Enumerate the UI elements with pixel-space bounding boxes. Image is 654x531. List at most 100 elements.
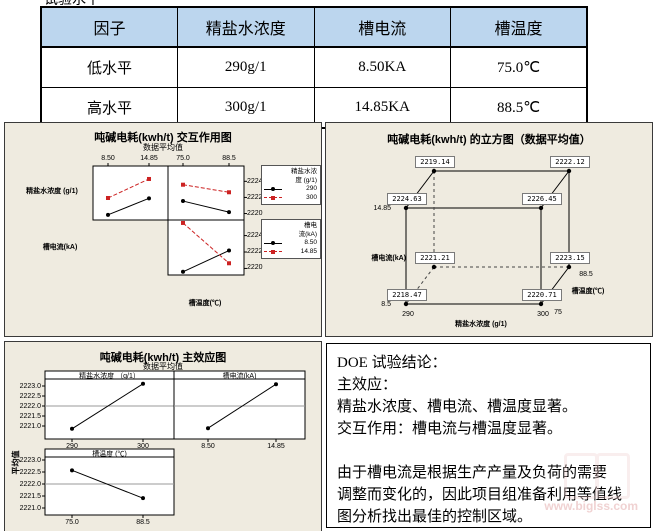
doe-conclusion-box: DOE 试验结论： 主效应： 精盐水浓度、槽电流、槽温度显著。 交互作用：槽电流…	[326, 343, 651, 528]
watermark-url: www.biglss.com	[544, 499, 638, 513]
legend-brine-concentration: 精盐水浓 度 (g/1) 290 300	[261, 165, 321, 205]
x-tick-label: 300	[137, 443, 149, 450]
legend-cell-current: 槽电 流(kA) 8.50 14.85	[261, 219, 321, 259]
cell-value: 300g/1	[177, 87, 315, 129]
legend-entry: 300	[264, 194, 317, 203]
y-tick-label: 2221.5	[19, 493, 41, 500]
legend-title: 流(kA)	[298, 230, 317, 238]
cube-plot: 吨碱电耗(kwh/t) 的立方图（数据平均值） 2224.63 2226.45 …	[325, 122, 653, 337]
conclusion-line: 调整而变化的，因此项目组准备利用等值线	[337, 487, 623, 503]
cube-corner-value: 2219.14	[415, 156, 455, 168]
y-tick-label: 2221.0	[19, 423, 41, 430]
main-effects-plot: 吨碱电耗(kwh/t) 主效应图 数据平均值 精盐水浓度 （g/1） 槽电流(k…	[4, 341, 322, 531]
y-tick-label: 2222.5	[19, 469, 41, 476]
row-label-low: 低水平	[40, 46, 178, 88]
bottom-axis-label: 槽温度(℃)	[188, 300, 222, 307]
panel-header: 槽电流(kA)	[222, 373, 257, 380]
header-cell-temperature: 槽温度	[450, 6, 588, 48]
conclusion-line: 主效应：	[337, 377, 398, 393]
panel-header: 精盐水浓度 （g/1）	[79, 373, 140, 380]
series-marker-icon	[264, 187, 282, 192]
cell-value: 75.0℃	[450, 46, 588, 88]
legend-entry: 290	[264, 185, 317, 194]
header-brine-concentration: 精盐水浓度	[177, 6, 315, 48]
cube-corner-value: 2222.12	[550, 156, 590, 168]
chart-title: 吨碱电耗(kwh/t) 交互作用图	[94, 132, 232, 144]
y-tick-label: 2222	[247, 248, 263, 255]
x-tick-label: 14.85	[140, 155, 158, 162]
y-axis-low-tick: 8.5	[381, 301, 391, 308]
conclusion-line: DOE 试验结论：	[337, 355, 447, 371]
x-tick-label: 75.0	[176, 155, 190, 162]
header-factor: 因子	[40, 6, 178, 48]
series-marker-icon	[264, 249, 282, 254]
factor-level-table: 因子 精盐水浓度 槽电流 槽温度 低水平 290g/1 8.50KA 75.0℃…	[40, 6, 588, 129]
y-axis-label: 槽电流(kA)	[371, 255, 406, 262]
row-factor-label: 精盐水浓度 (g/1)	[26, 188, 78, 195]
legend-title: 精盐水浓	[291, 168, 317, 175]
series-marker-icon	[264, 195, 282, 200]
interaction-plot-canvas	[92, 163, 247, 276]
legend-entry: 8.50	[264, 239, 317, 248]
cell-value: 8.50KA	[313, 46, 451, 88]
y-tick-label: 2222.0	[19, 481, 41, 488]
x-tick-label: 8.50	[101, 155, 115, 162]
y-tick-label: 2223.0	[19, 383, 41, 390]
y-tick-label: 2221.5	[19, 413, 41, 420]
cell-value: 88.5℃	[450, 87, 588, 129]
clipped-heading: 试验水平	[44, 0, 184, 5]
cube-corner-value: 2226.45	[522, 193, 562, 205]
z-axis-low-tick: 75	[554, 309, 562, 316]
legend-title: 槽电	[304, 222, 317, 229]
conclusion-line: 精盐水浓度、槽电流、槽温度显著。	[337, 399, 578, 415]
cell-value: 290g/1	[177, 46, 315, 88]
watermark-logo-icon	[564, 453, 630, 499]
x-axis-label: 精盐水浓度 (g/1)	[455, 321, 507, 328]
cube-corner-value: 2224.63	[387, 193, 427, 205]
cube-corner-value: 2221.21	[415, 252, 455, 264]
x-tick-label: 75.0	[65, 519, 79, 526]
z-axis-label: 槽温度(℃)	[571, 288, 605, 295]
header-cell-current: 槽电流	[313, 6, 451, 48]
y-tick-label: 2220	[247, 210, 263, 217]
legend-title: 度 (g/1)	[295, 176, 317, 184]
y-tick-label: 2224	[247, 232, 263, 239]
x-tick-label: 14.85	[267, 443, 285, 450]
cube-corner-value: 2220.71	[522, 289, 562, 301]
chart-title: 吨碱电耗(kwh/t) 主效应图	[99, 352, 227, 364]
chart-subtitle: 数据平均值	[143, 143, 183, 152]
conclusion-line: 图分析找出最佳的控制区域。	[337, 509, 533, 525]
cube-corner-value: 2223.15	[550, 252, 590, 264]
x-tick-label: 8.50	[201, 443, 215, 450]
legend-entry: 14.85	[264, 248, 317, 257]
conclusion-line: 由于槽电流是根据生产产量及负荷的需要	[337, 465, 608, 481]
chart-title: 吨碱电耗(kwh/t) 的立方图（数据平均值）	[387, 134, 591, 146]
conclusion-line: 交互作用：槽电流与槽温度显著。	[337, 421, 563, 437]
y-tick-label: 2224	[247, 178, 263, 185]
table-row: 低水平 290g/1 8.50KA 75.0℃	[40, 46, 588, 88]
y-tick-label: 2222.5	[19, 393, 41, 400]
x-tick-label: 88.5	[222, 155, 236, 162]
y-tick-label: 2222	[247, 194, 263, 201]
x-tick-label: 290	[66, 443, 78, 450]
y-axis-high-tick: 14.85	[373, 205, 391, 212]
table-row: 高水平 300g/1 14.85KA 88.5℃	[40, 87, 588, 129]
main-effects-canvas	[42, 370, 306, 518]
table-header-row: 因子 精盐水浓度 槽电流 槽温度	[40, 6, 588, 48]
panel-header: 槽温度 (℃)	[92, 451, 127, 458]
y-axis-label: 平均值	[11, 450, 21, 475]
y-tick-label: 2221.0	[19, 505, 41, 512]
y-tick-label: 2222.0	[19, 403, 41, 410]
x-tick-label: 88.5	[136, 519, 150, 526]
row-factor-label: 槽电流(kA)	[42, 244, 78, 251]
x-axis-low-tick: 290	[402, 311, 414, 318]
interaction-plot: 吨碱电耗(kwh/t) 交互作用图 数据平均值 8.50 14.85 75.0 …	[4, 122, 322, 337]
row-label-high: 高水平	[40, 87, 178, 129]
chart-subtitle: 数据平均值	[143, 362, 183, 371]
series-marker-icon	[264, 241, 282, 246]
y-tick-label: 2223.0	[19, 457, 41, 464]
z-axis-high-tick: 88.5	[579, 271, 593, 278]
cube-corner-value: 2218.47	[387, 289, 427, 301]
x-axis-high-tick: 300	[537, 311, 549, 318]
